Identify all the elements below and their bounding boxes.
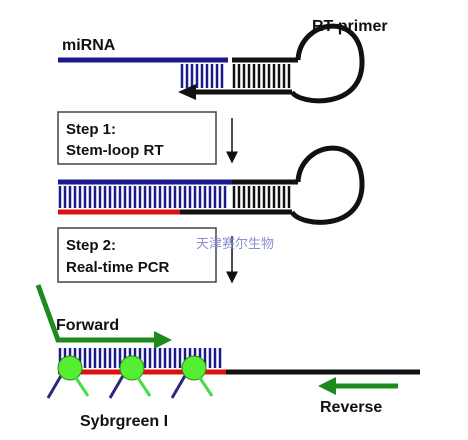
step2-box — [57, 227, 217, 283]
sybrgreen-dyes — [46, 355, 214, 399]
emission-arrow — [74, 377, 90, 397]
sybrgreen-label: Sybrgreen I — [80, 413, 168, 430]
forward-primer-arrow — [35, 284, 158, 343]
rt-primer-loop — [289, 23, 365, 104]
step1-title: Step 1: — [66, 121, 116, 138]
emission-arrow — [136, 377, 152, 397]
emission-arrow — [198, 377, 214, 397]
excitation-arrow — [170, 373, 188, 399]
excitation-arrow — [46, 373, 64, 399]
step2-title: Step 2: — [66, 237, 116, 254]
step1-subtitle: Stem-loop RT — [66, 142, 164, 159]
excitation-arrow — [108, 373, 126, 399]
mirna-label: miRNA — [62, 37, 116, 54]
rt-primer-label: RT primer — [312, 18, 388, 35]
reverse-arrowhead — [318, 377, 336, 395]
mid-primer-loop — [289, 145, 365, 225]
watermark: 天津赛尔生物 — [196, 236, 274, 252]
forward-label: Forward — [56, 317, 119, 334]
sybr-dye-circle — [57, 355, 83, 381]
step1-box — [57, 111, 217, 165]
mid-duplex-rungs — [58, 186, 291, 208]
sybr-dye-circle — [119, 355, 145, 381]
rt-primer-arrowhead — [178, 84, 196, 100]
reverse-label: Reverse — [320, 399, 382, 416]
rt-primer-duplex-rungs — [180, 64, 291, 88]
step2-subtitle: Real-time PCR — [66, 259, 170, 276]
forward-arrowhead — [154, 331, 172, 349]
sybr-dye-circle — [181, 355, 207, 381]
